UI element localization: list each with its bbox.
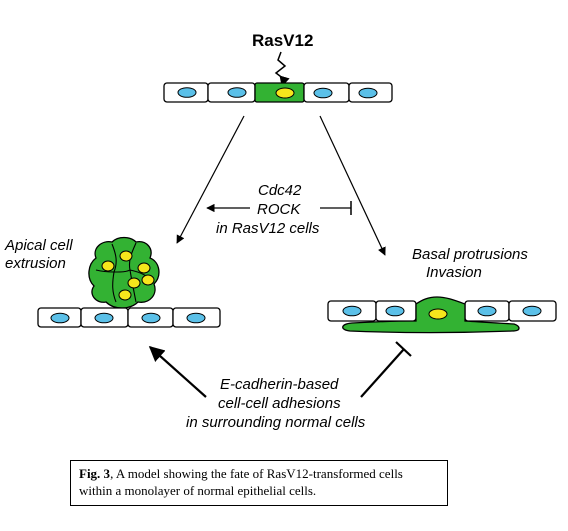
arrow-adhesion-to-extrusion <box>148 345 207 398</box>
transformed-nucleus <box>428 308 448 320</box>
basal-label-line-2: Invasion <box>426 264 482 281</box>
normal-nucleus <box>186 312 206 324</box>
normal-nucleus <box>342 305 362 317</box>
top-monolayer <box>163 82 393 103</box>
center-label-line-3: in RasV12 cells <box>216 220 320 237</box>
apical-label-line-2: extrusion <box>5 255 66 272</box>
extruded-cell-cluster <box>88 236 160 309</box>
center-label-line-2: ROCK <box>257 201 301 218</box>
transformed-nucleus <box>101 260 115 272</box>
normal-nucleus <box>94 312 114 324</box>
figure-number: Fig. 3 <box>79 466 111 481</box>
inhibit-adhesion-to-invasion <box>360 348 405 398</box>
transformed-nucleus <box>127 277 141 289</box>
normal-nucleus <box>385 305 405 317</box>
bottom-label-line-1: E-cadherin-based <box>220 376 339 393</box>
center-label-line-1: Cdc42 <box>258 182 302 199</box>
rasv12-label: RasV12 <box>252 31 313 50</box>
extruded-cluster-body <box>88 236 160 309</box>
transformed-nucleus <box>275 87 295 99</box>
transformed-nucleus <box>141 274 155 286</box>
basal-label-line-1: Basal protrusions <box>412 246 528 263</box>
normal-nucleus <box>227 87 247 98</box>
bottom-label-line-2: cell-cell adhesions <box>218 395 341 412</box>
apical-monolayer <box>37 307 221 328</box>
normal-nucleus <box>477 305 497 317</box>
rasv12-signal-squiggle <box>274 51 290 88</box>
normal-nucleus <box>313 87 333 99</box>
bottom-label-line-3: in surrounding normal cells <box>186 414 366 431</box>
transformed-nucleus <box>119 250 133 262</box>
basal-monolayer <box>327 296 557 334</box>
figure-caption: Fig. 3, A model showing the fate of RasV… <box>70 460 448 506</box>
normal-nucleus <box>522 305 542 317</box>
figure-caption-text: , A model showing the fate of RasV12-tra… <box>79 466 403 498</box>
apical-label-line-1: Apical cell <box>4 237 73 254</box>
normal-nucleus <box>141 312 161 324</box>
normal-nucleus <box>50 312 70 324</box>
arrow-to-apical-extrusion <box>176 115 245 244</box>
normal-nucleus <box>358 87 378 99</box>
arrow-to-basal-invasion <box>319 115 386 256</box>
inhibit-bar-invasion <box>395 341 412 357</box>
transformed-nucleus <box>137 262 151 274</box>
normal-nucleus <box>177 87 197 98</box>
transformed-nucleus <box>118 289 132 301</box>
